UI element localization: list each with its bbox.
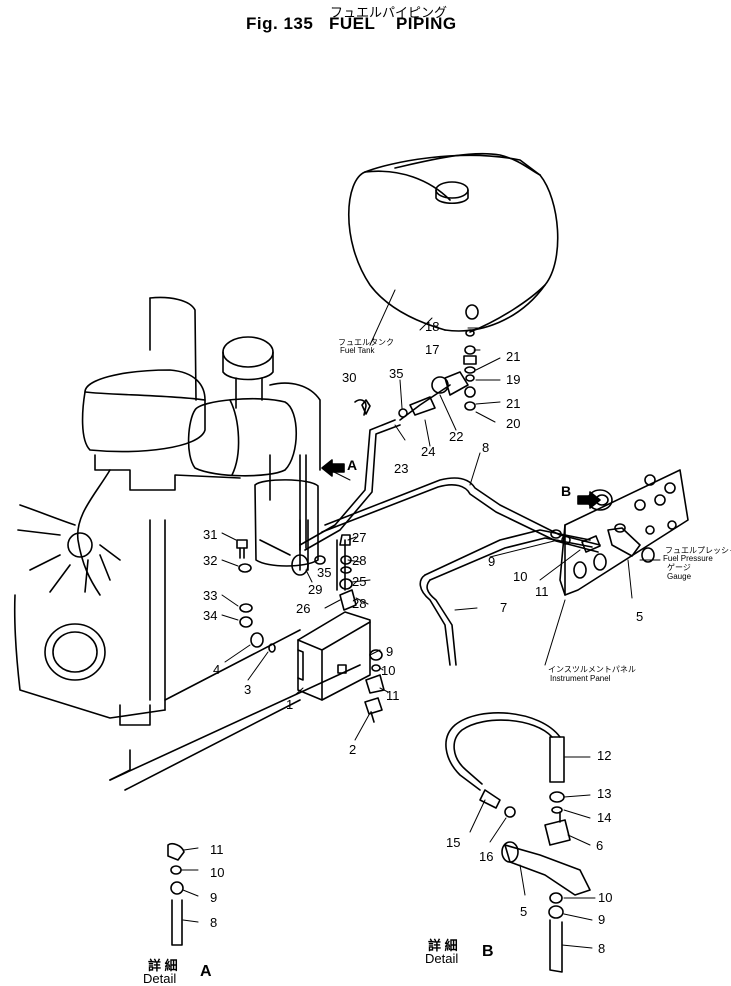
leader-lines <box>180 289 661 949</box>
instrument-panel-label: Instrument Panel <box>550 674 611 683</box>
detail-b-jp: 詳 細 <box>428 938 458 953</box>
part-number-22: 22 <box>449 429 464 444</box>
view-arrow-b <box>577 491 601 509</box>
part-number-31: 31 <box>203 527 218 542</box>
part-number-11-panel: 11 <box>535 584 549 599</box>
fuel-filter <box>297 611 371 701</box>
part-number-19: 19 <box>506 372 521 387</box>
title-japanese: フュエルパイピング <box>330 6 448 21</box>
detail-a-letter: A <box>200 963 212 980</box>
fuel-pressure-gauge-label-jp1: フュエルプレッシャ <box>665 546 731 555</box>
fuel-tank-label: Fuel Tank <box>340 346 375 355</box>
detail-b-letter: B <box>482 943 494 960</box>
detail-b-caption: Detail <box>425 951 459 966</box>
fuel-pressure-gauge-label-en2: Gauge <box>667 572 692 581</box>
part-number-28-lower: 28 <box>352 596 367 611</box>
part-number-34: 34 <box>203 608 218 623</box>
fuel-lines <box>299 384 601 666</box>
part-number-5-detail-b: 5 <box>520 904 528 919</box>
fuel-pressure-gauge-label-en1: Fuel Pressure <box>663 554 713 563</box>
bracket <box>361 399 371 415</box>
filter-fittings <box>364 649 385 723</box>
detail-a-assembly <box>167 843 185 946</box>
part-number-15: 15 <box>446 835 461 850</box>
part-number-24: 24 <box>421 444 436 459</box>
part-number-13: 13 <box>597 786 612 801</box>
part-number-7: 7 <box>500 600 508 615</box>
part-number-10-filter: 10 <box>381 663 396 678</box>
fuel-tank <box>347 152 559 333</box>
part-number-9-detail-b: 9 <box>598 912 606 927</box>
part-number-16: 16 <box>479 849 494 864</box>
part-number-29: 29 <box>308 582 323 597</box>
part-number-21-upper: 21 <box>506 349 521 364</box>
detail-b-assembly <box>445 712 591 973</box>
instrument-panel-label-jp: インスツルメントパネル <box>548 665 636 674</box>
part-number-8-main: 8 <box>482 440 490 455</box>
part-number-20: 20 <box>506 416 521 431</box>
part-number-9-detail-a: 9 <box>210 890 218 905</box>
part-number-1: 1 <box>286 697 294 712</box>
part-number-21-lower: 21 <box>506 396 521 411</box>
part-number-8-detail-a: 8 <box>210 915 218 930</box>
part-number-32: 32 <box>203 553 218 568</box>
center-fittings <box>291 534 357 611</box>
fuel-tank-label-jp: フュエルタンク <box>338 338 394 347</box>
tank-fittings <box>354 329 477 418</box>
part-number-10-detail-b: 10 <box>598 890 613 905</box>
part-number-6: 6 <box>596 838 604 853</box>
part-number-23: 23 <box>394 461 409 476</box>
part-number-8-detail-b: 8 <box>598 941 606 956</box>
view-b-letter: B <box>561 483 572 499</box>
part-number-11-filter: 11 <box>386 688 400 703</box>
part-number-9-filter: 9 <box>386 644 394 659</box>
part-number-18: 18 <box>425 319 440 334</box>
part-number-28-upper: 28 <box>352 553 367 568</box>
part-number-10-panel: 10 <box>513 569 528 584</box>
fuel-pressure-gauge-label-jp2: ゲージ <box>667 563 691 572</box>
view-arrow-a <box>321 459 345 477</box>
part-number-9-panel: 9 <box>488 554 496 569</box>
part-number-33: 33 <box>203 588 218 603</box>
part-number-3: 3 <box>244 682 252 697</box>
part-number-12: 12 <box>597 748 612 763</box>
part-number-10-detail-a: 10 <box>210 865 225 880</box>
gauge-fittings <box>550 523 655 563</box>
part-number-30: 30 <box>342 370 357 385</box>
part-number-35-upper: 35 <box>389 366 404 381</box>
part-number-11-detail-a: 11 <box>210 842 224 857</box>
part-number-35-lower: 35 <box>317 565 332 580</box>
figure-title: Fig. 135 FUEL PIPING <box>246 14 457 33</box>
part-number-5-panel: 5 <box>636 609 644 624</box>
left-bolts <box>236 539 276 653</box>
part-number-14: 14 <box>597 810 612 825</box>
part-number-2: 2 <box>349 742 357 757</box>
detail-a-jp: 詳 細 <box>148 958 178 973</box>
view-a-letter: A <box>347 457 358 473</box>
part-number-27: 27 <box>352 530 367 545</box>
part-number-17: 17 <box>425 342 440 357</box>
detail-a-caption: Detail <box>143 971 177 986</box>
part-number-4: 4 <box>213 662 221 677</box>
part-number-25: 25 <box>352 574 367 589</box>
part-number-26: 26 <box>296 601 311 616</box>
